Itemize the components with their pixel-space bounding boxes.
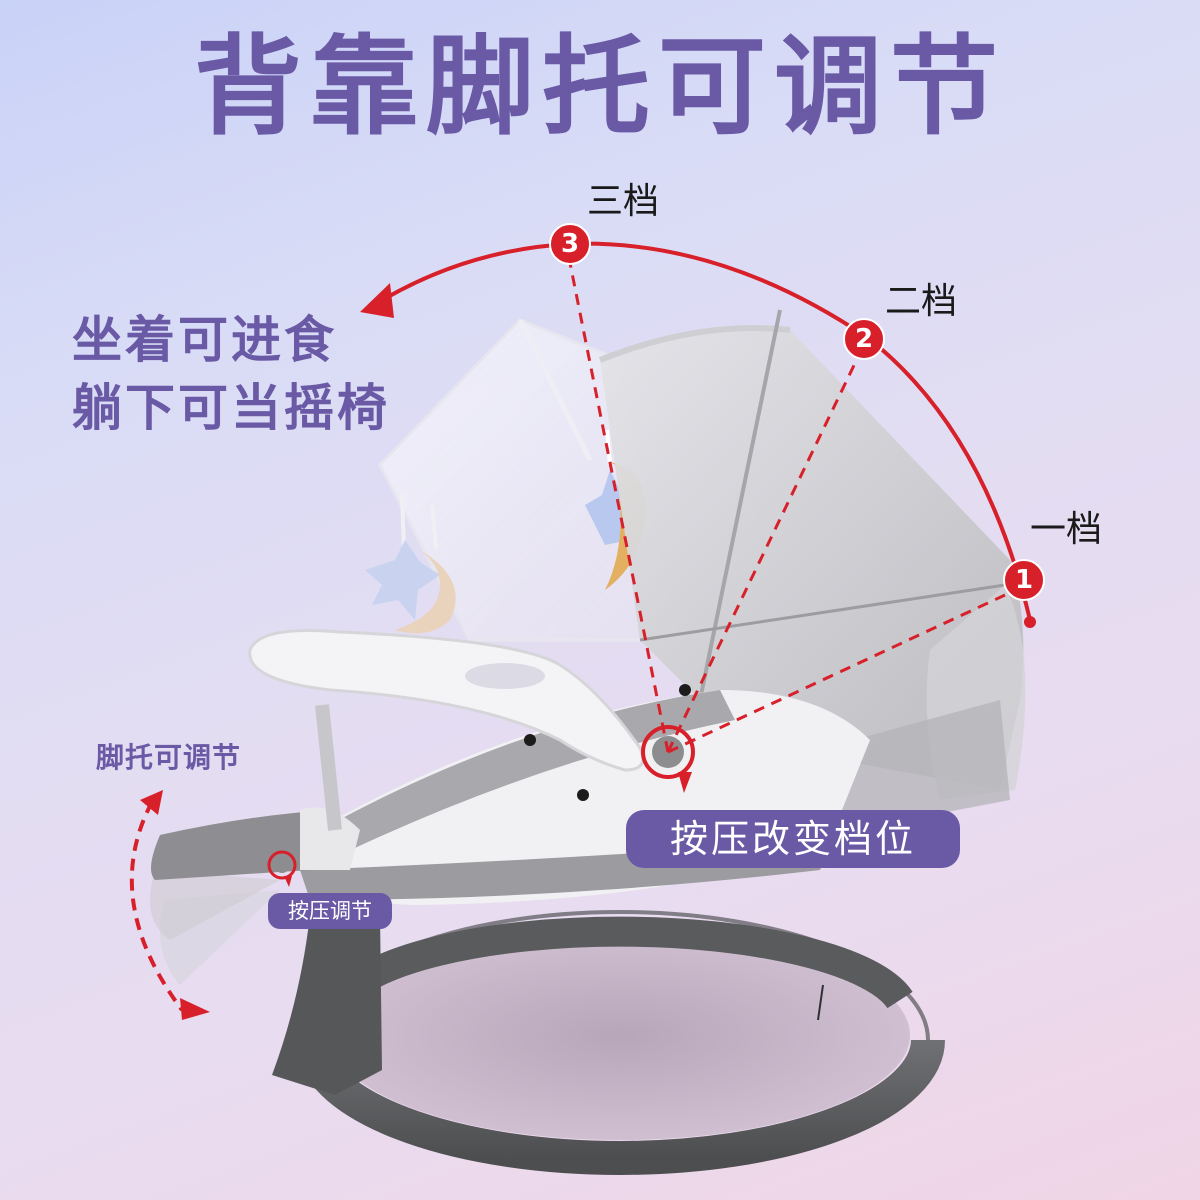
footrest-adjust-label: 脚托可调节 bbox=[96, 741, 242, 774]
footrest-adjust-knob bbox=[267, 850, 297, 887]
footrest-press-label: 按压调节 bbox=[268, 893, 392, 929]
footrest-adjust-arrow bbox=[129, 790, 210, 1020]
gear-label-2: 二档 bbox=[885, 281, 958, 322]
slogan-line-2: 躺下可当摇椅 bbox=[72, 379, 390, 437]
arrow-up-icon bbox=[140, 790, 163, 815]
tray bbox=[248, 629, 645, 831]
arc-arrowhead-icon bbox=[360, 283, 394, 318]
gear-marker-1: 1 bbox=[1003, 559, 1045, 601]
gear-marker-2: 2 bbox=[843, 318, 885, 360]
pedestal bbox=[272, 915, 382, 1095]
gear-marker-3: 3 bbox=[549, 223, 591, 265]
footrest bbox=[150, 807, 360, 985]
gear-label-1: 一档 bbox=[1030, 509, 1103, 550]
base-ring bbox=[295, 910, 945, 1175]
page-title: 背靠脚托可调节 bbox=[193, 25, 1006, 150]
backrest-press-label: 按压改变档位 bbox=[626, 810, 960, 868]
arrow-down-icon bbox=[180, 998, 210, 1020]
gear-arc bbox=[360, 241, 1036, 754]
gear-label-3: 三档 bbox=[587, 181, 660, 222]
slogan-line-1: 坐着可进食 bbox=[72, 311, 337, 369]
